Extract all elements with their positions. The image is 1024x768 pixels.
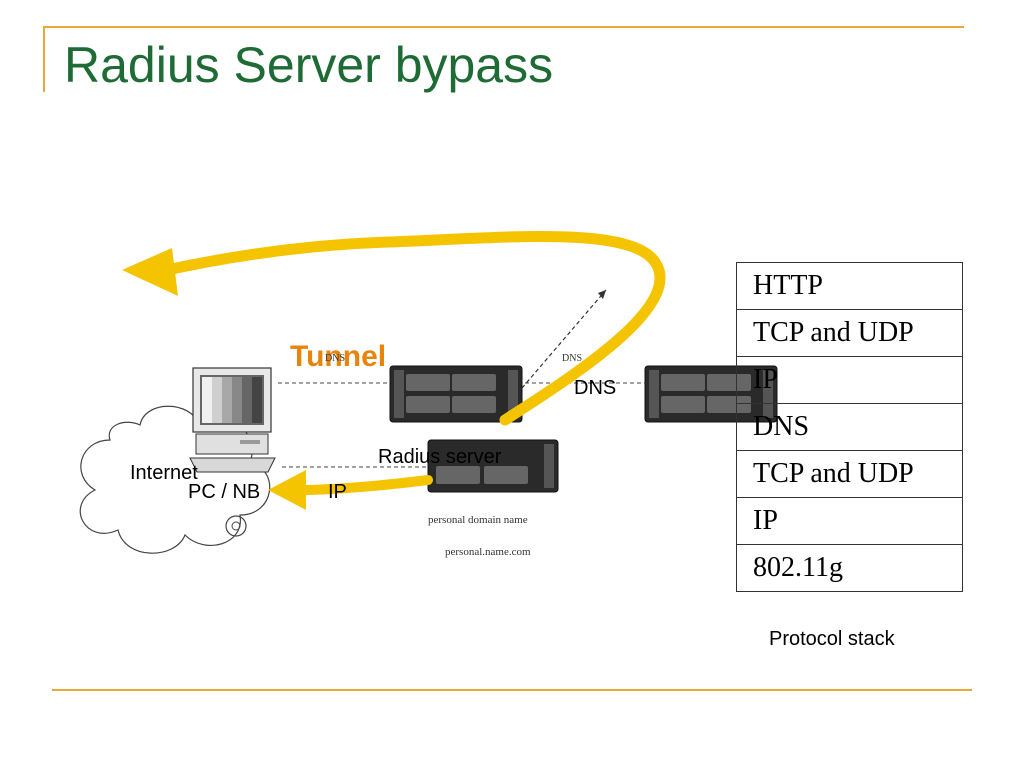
top-rule — [44, 26, 964, 28]
stack-row: IP — [736, 497, 963, 545]
stack-row: HTTP — [736, 262, 963, 310]
cloud-small-circle — [225, 515, 247, 537]
radius-server-label: Radius server — [378, 446, 502, 468]
bottom-rule — [52, 689, 972, 691]
stack-row: 802.11g — [736, 544, 963, 592]
stack-cell: 802.11g — [736, 544, 963, 592]
ip-label: IP — [328, 481, 347, 503]
stack-row: IP — [736, 356, 963, 404]
protocol-stack-caption: Protocol stack — [769, 628, 895, 650]
tunnel-arrowhead — [122, 248, 178, 296]
title-accent-bar — [43, 26, 45, 92]
protocol-stack-table: HTTP TCP and UDP IP DNS TCP and UDP IP 8… — [736, 262, 963, 592]
stack-row: DNS — [736, 403, 963, 451]
pc-nb-label: PC / NB — [188, 481, 261, 503]
dns-link-label-right: DNS — [562, 353, 583, 364]
stack-cell: IP — [736, 356, 963, 404]
internet-label: Internet — [130, 462, 198, 484]
stack-cell: TCP and UDP — [736, 309, 963, 357]
radius-arrowhead — [268, 470, 306, 510]
stack-cell: TCP and UDP — [736, 450, 963, 498]
dns-link-label-left: DNS — [325, 353, 346, 364]
dns-label: DNS — [574, 377, 617, 399]
stack-cell: IP — [736, 497, 963, 545]
slide-title: Radius Server bypass — [64, 37, 554, 93]
radius-server-icon — [427, 439, 559, 493]
stack-cell: HTTP — [736, 262, 963, 310]
stack-row: TCP and UDP — [736, 450, 963, 498]
stack-row: TCP and UDP — [736, 309, 963, 357]
dns-server-icon — [389, 365, 523, 423]
stack-cell: DNS — [736, 403, 963, 451]
tunnel-label: Tunnel — [290, 340, 387, 373]
radius-arrow — [295, 475, 433, 495]
domain-caption: personal domain name — [428, 514, 528, 526]
pc-icon — [189, 367, 276, 473]
domain-url: personal.name.com — [445, 546, 531, 558]
tunnel-arrow — [152, 231, 666, 426]
